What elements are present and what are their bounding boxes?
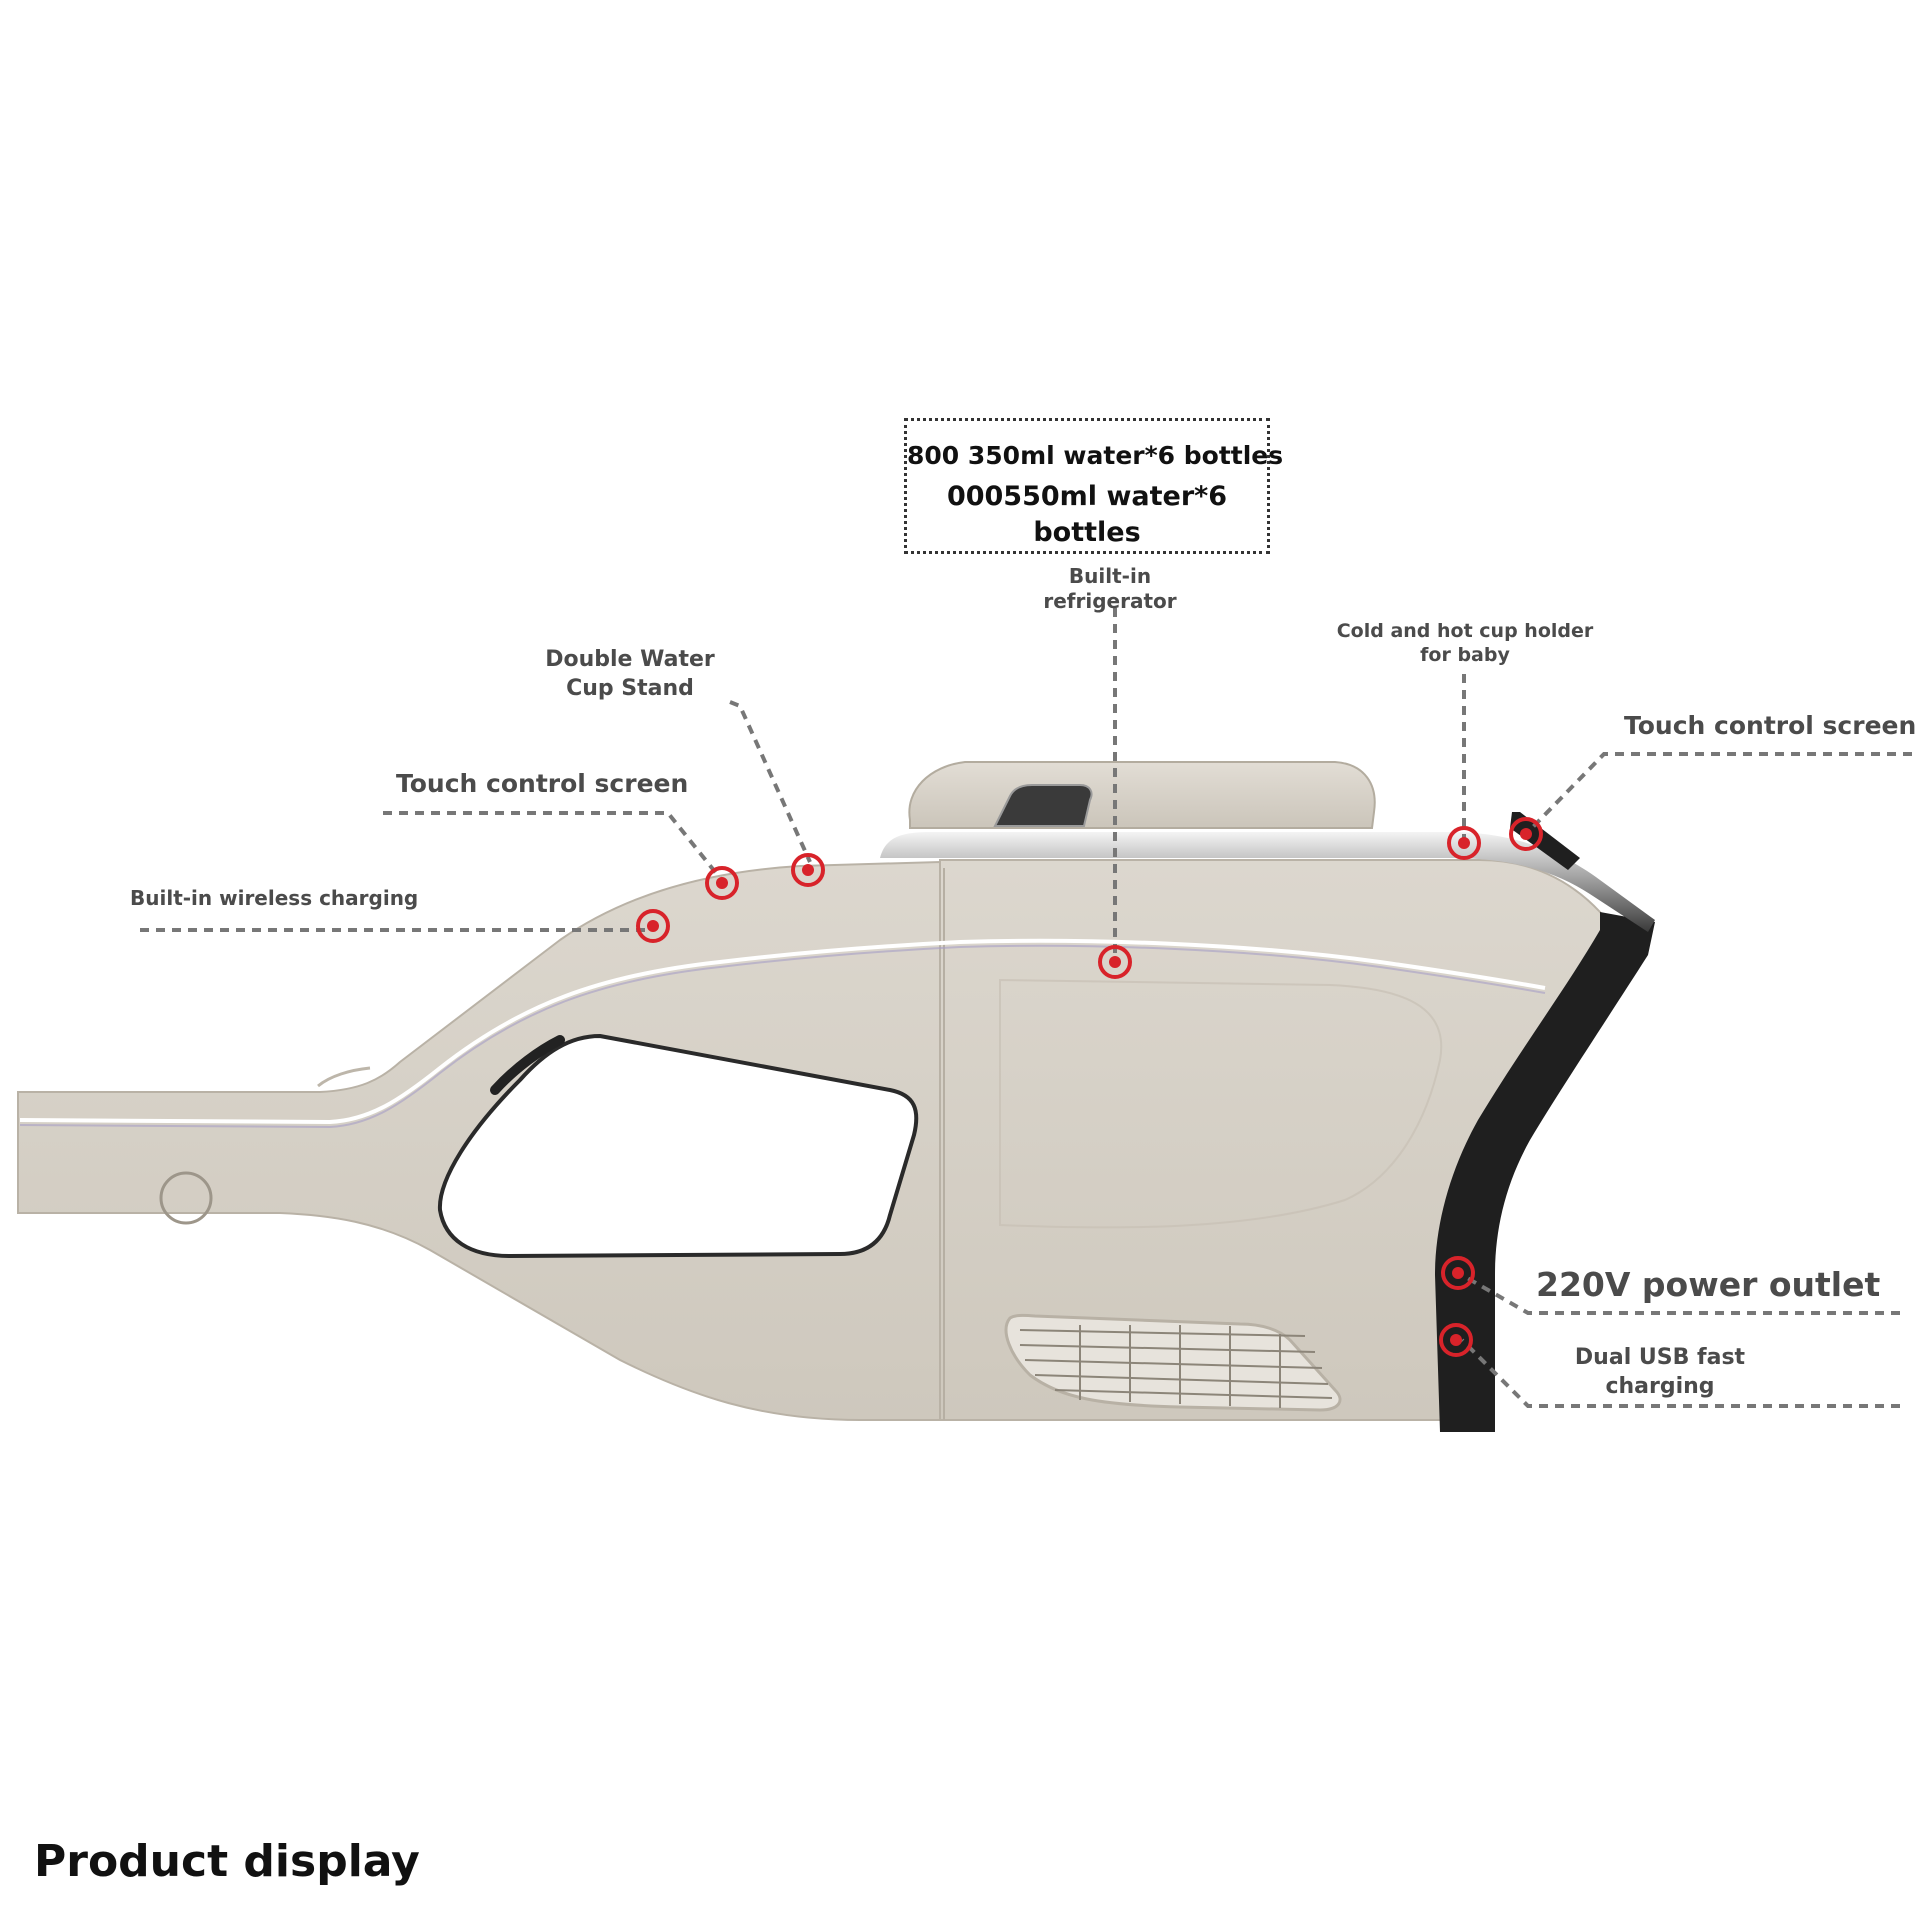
light-strip (19, 938, 1546, 1125)
marker-touch-right-icon (1509, 817, 1543, 851)
marker-power-icon (1441, 1256, 1475, 1290)
label-cold-hot-cup-holder: Cold and hot cup holder for baby (1336, 620, 1594, 666)
leader-touch-right (1528, 752, 1912, 832)
marker-cup-holder-icon (1447, 826, 1481, 860)
label-built-in-refrigerator: Built-in refrigerator (1043, 564, 1177, 613)
label-touch-control-screen-left: Touch control screen (396, 769, 689, 798)
lid-handle-icon (993, 784, 1093, 827)
leader-cup-stand (729, 700, 812, 863)
capacity-line-2: 000550ml water*6 (946, 481, 1228, 512)
label-built-in-wireless-charging: Built-in wireless charging (130, 886, 419, 910)
marker-refrigerator-icon (1098, 945, 1132, 979)
marker-wireless-icon (636, 909, 670, 943)
round-button-icon (159, 1171, 213, 1225)
armrest-step (317, 1066, 371, 1088)
fridge-lid (908, 761, 1376, 829)
label-dual-usb-fast-charging: Dual USB fast charging (1574, 1345, 1746, 1399)
vent-grille-icon (1004, 1313, 1342, 1412)
label-double-water-cup-stand: Double Water Cup Stand (545, 647, 715, 701)
leader-usb (1460, 1338, 1900, 1408)
side-trim (1435, 912, 1655, 1432)
capacity-line-3: bottles (1033, 517, 1141, 548)
leader-touch-left (383, 811, 722, 880)
label-220v-power-outlet: 220V power outlet (1536, 1265, 1881, 1304)
label-touch-control-screen-right: Touch control screen (1624, 711, 1917, 740)
leader-wireless (140, 920, 654, 932)
leader-power (1461, 1273, 1900, 1315)
body-panel (999, 978, 1443, 1229)
marker-touch-left-icon (705, 866, 739, 900)
capacity-line-1: 800 350ml water*6 bottles (907, 441, 1284, 470)
handle-opening (437, 1033, 919, 1259)
rear-screen-tab (1510, 812, 1580, 870)
capacity-spec-box: 800 350ml water*6 bottles 000550ml water… (904, 418, 1284, 554)
marker-cup-stand-icon (791, 853, 825, 887)
callout-markers (636, 817, 1543, 1357)
marker-usb-icon (1439, 1323, 1473, 1357)
product-display-title: Product display (34, 1836, 420, 1887)
